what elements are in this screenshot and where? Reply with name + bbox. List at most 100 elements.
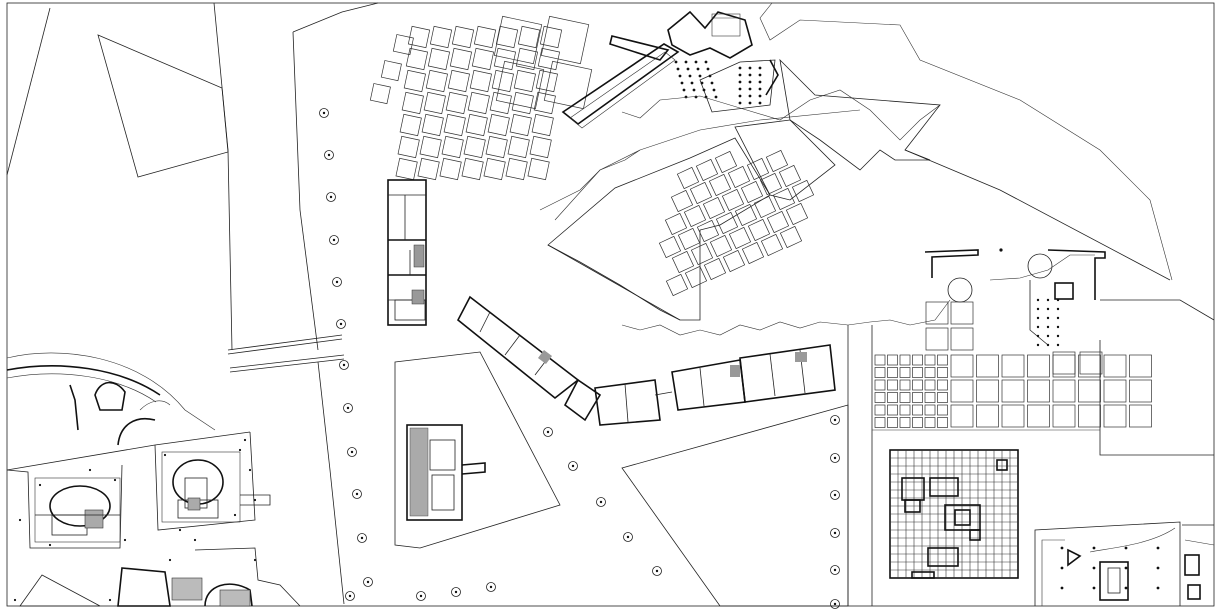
tree-marker xyxy=(343,403,353,413)
terrace-block-large xyxy=(1103,354,1127,378)
column-dot xyxy=(684,60,688,64)
tree-marker xyxy=(652,566,662,576)
column-dot xyxy=(690,81,694,85)
terrace-block xyxy=(937,392,948,403)
site-dot xyxy=(253,558,257,562)
tree-marker xyxy=(830,453,840,463)
tree-marker xyxy=(830,565,840,575)
terrace-block xyxy=(874,354,886,366)
garden-block xyxy=(491,69,514,93)
column-dot xyxy=(1046,334,1050,338)
column-dot xyxy=(1046,343,1050,347)
column-dot xyxy=(1092,546,1096,550)
garden-block xyxy=(443,113,466,137)
tree-marker xyxy=(332,277,342,287)
west-wedge-edge xyxy=(6,7,51,176)
garden-block xyxy=(539,25,563,49)
column-dot xyxy=(758,94,762,98)
tree-marker xyxy=(326,192,336,202)
slope-block xyxy=(753,195,777,219)
tree-marker xyxy=(357,533,367,543)
slope-block xyxy=(708,173,732,197)
slope-block xyxy=(714,150,738,174)
column-dot xyxy=(1156,586,1160,590)
column-dot xyxy=(1060,566,1064,570)
slope-block xyxy=(658,235,682,259)
terrace-block-large xyxy=(1129,354,1152,378)
terrace-block-large xyxy=(1103,379,1127,403)
column-dot xyxy=(738,80,742,84)
avenue-trees xyxy=(319,108,373,601)
site-dot xyxy=(193,538,197,542)
garden-block xyxy=(533,91,556,115)
column-dot xyxy=(710,81,714,85)
central-plaza xyxy=(394,351,849,607)
column-dot xyxy=(688,74,692,78)
terrace-block-large xyxy=(1052,404,1076,428)
column-dot xyxy=(714,95,718,99)
column-dot xyxy=(1060,546,1064,550)
slope-block xyxy=(765,149,789,173)
column-dot xyxy=(700,81,704,85)
column-dot xyxy=(738,87,742,91)
garden-block xyxy=(369,83,391,105)
column-dot xyxy=(1056,334,1060,338)
garden-block xyxy=(429,25,453,49)
column-dot xyxy=(1156,546,1160,550)
garden-block xyxy=(403,69,426,93)
column-dot xyxy=(738,73,742,77)
east-row-building xyxy=(594,344,836,426)
terrace-block-large xyxy=(1129,379,1152,403)
column-dot xyxy=(748,66,752,70)
site-dot xyxy=(88,468,92,472)
slope-block xyxy=(741,241,765,265)
garden-block xyxy=(483,157,506,181)
terrace-block-large xyxy=(1078,354,1101,378)
column-dot xyxy=(674,60,678,64)
slope-block xyxy=(665,273,689,297)
column-dot xyxy=(1060,586,1064,590)
garden-block xyxy=(405,47,429,71)
tree-marker xyxy=(363,577,373,587)
site-dot xyxy=(38,483,42,487)
terrace-block xyxy=(874,404,886,416)
site-dot xyxy=(248,468,252,472)
slope-block xyxy=(727,165,751,189)
long-building-north xyxy=(387,179,427,326)
slope-block xyxy=(684,265,708,289)
garden-block xyxy=(407,25,431,49)
column-dot xyxy=(1056,325,1060,329)
slope-block xyxy=(760,233,784,257)
site-dot xyxy=(243,438,247,442)
slope-block xyxy=(759,172,783,196)
garden-block xyxy=(465,113,488,137)
garden-block xyxy=(489,91,512,115)
slope-block xyxy=(671,250,695,274)
terrace-block xyxy=(874,379,886,391)
garden-block-large xyxy=(543,60,593,110)
column-dot xyxy=(748,101,752,105)
terrace-block xyxy=(937,354,948,366)
southeast-dots xyxy=(1060,546,1160,590)
column-dot xyxy=(1124,566,1128,570)
terrace-block xyxy=(912,354,923,366)
slope-block xyxy=(785,202,809,226)
column-dot xyxy=(1036,334,1040,338)
column-dot xyxy=(748,87,752,91)
tree-marker xyxy=(830,599,840,609)
terrace-block-large xyxy=(950,354,974,378)
tree-marker xyxy=(416,591,426,601)
column-dot xyxy=(1124,586,1128,590)
garden-block xyxy=(419,135,442,159)
southwest-building xyxy=(19,547,301,607)
terrace-block-large xyxy=(950,327,974,351)
terrace-block xyxy=(887,354,898,366)
slope-block xyxy=(702,196,726,220)
column-dot xyxy=(1056,343,1060,347)
west-boundary-line xyxy=(213,2,233,351)
terrace-block xyxy=(874,392,886,403)
column-dot xyxy=(696,67,700,71)
garden-block xyxy=(469,69,492,93)
terrace-block xyxy=(874,417,886,428)
